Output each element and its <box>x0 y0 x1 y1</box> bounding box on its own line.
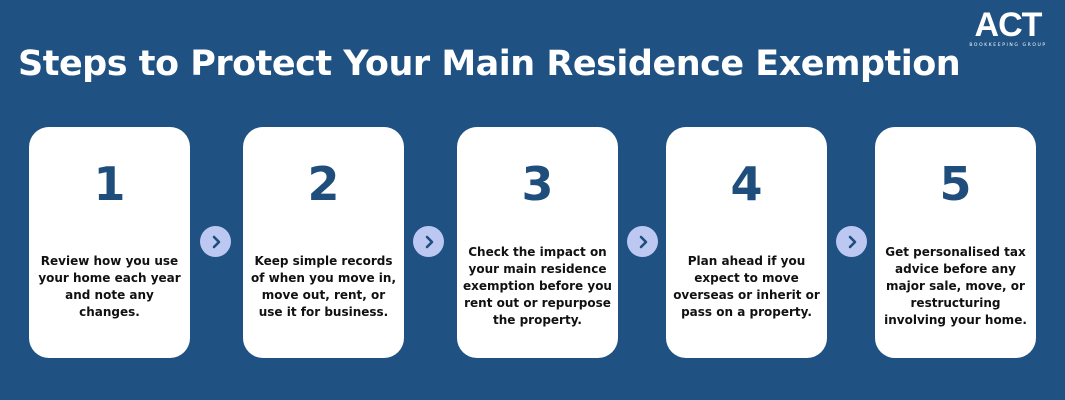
step-text: Keep simple records of when you move in,… <box>250 253 397 319</box>
logo-main: ACT <box>974 6 1043 44</box>
act-logo: ACT BOOKKEEPING GROUP <box>963 8 1053 48</box>
step-number: 5 <box>939 157 972 211</box>
step-number: 2 <box>307 157 340 211</box>
step-text: Check the impact on your main residence … <box>463 245 612 327</box>
step-number: 1 <box>93 157 126 211</box>
step-number: 4 <box>730 157 763 211</box>
step-text: Review how you use your home each year a… <box>38 253 181 319</box>
chevron-right-icon <box>627 226 658 257</box>
step-text: Get personalised tax advice before any m… <box>884 245 1027 327</box>
chevron-right-icon <box>200 226 231 257</box>
step-text: Plan ahead if you expect to move oversea… <box>673 253 820 319</box>
page-title: Steps to Protect Your Main Residence Exe… <box>18 44 961 84</box>
step-number: 3 <box>521 157 554 211</box>
chevron-right-icon <box>413 226 444 257</box>
chevron-right-icon <box>836 226 867 257</box>
logo-sub: BOOKKEEPING GROUP <box>969 43 1047 48</box>
